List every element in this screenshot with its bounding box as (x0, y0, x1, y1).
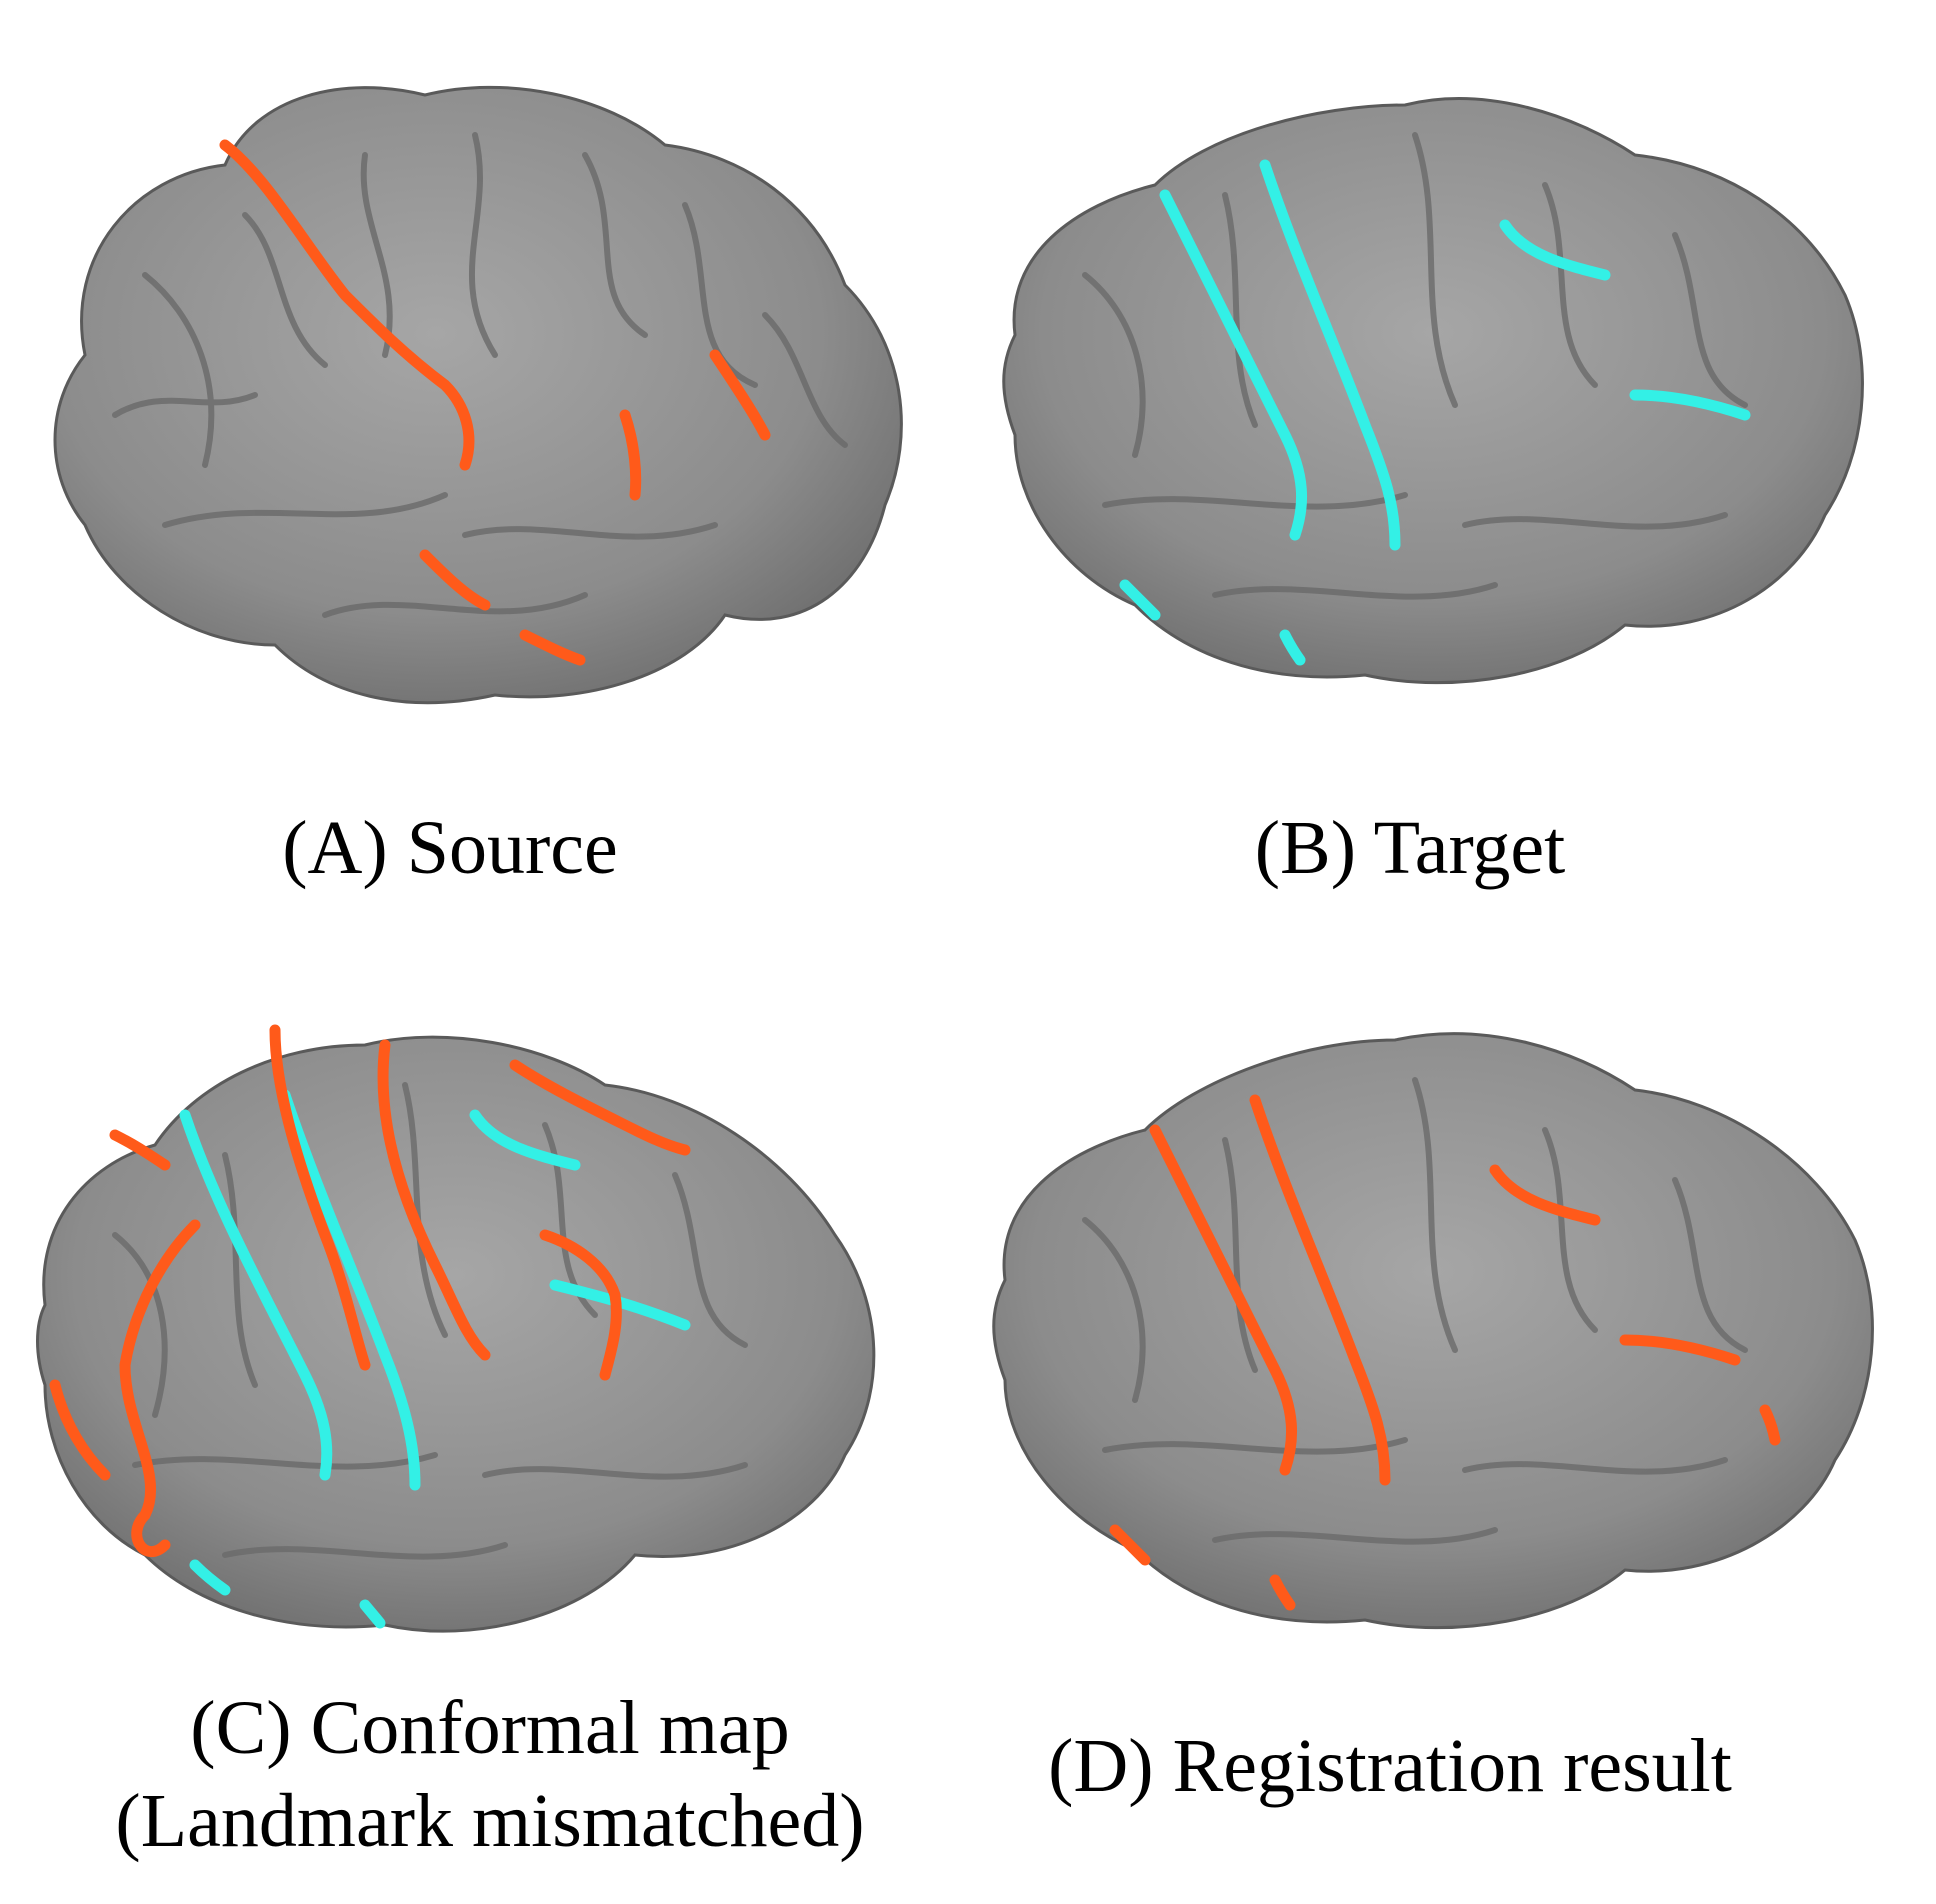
target-cortex-image (1002, 97, 1864, 685)
registration-landmark (1109, 1524, 1151, 1566)
target-landmark (1259, 159, 1401, 551)
registration-landmark (1269, 1574, 1296, 1611)
registration-landmark (1759, 1404, 1781, 1446)
caption-line: (B) Target (1254, 806, 1566, 890)
source-landmark (269, 1024, 371, 1371)
target-landmark (279, 1089, 421, 1491)
target-landmark (1159, 189, 1307, 541)
source-landmark (119, 1219, 201, 1557)
source-landmark (709, 349, 771, 441)
source-cortex-image (53, 85, 903, 705)
registration-landmark (1249, 1094, 1391, 1486)
source-landmark (49, 1379, 111, 1481)
source-landmark (519, 629, 586, 666)
source-landmark (539, 1229, 622, 1381)
panel-caption: (D) Registration result (990, 1720, 1790, 1813)
panel-caption: (C) Conformal map (Landmark mismatched) (80, 1682, 900, 1867)
panel-caption: (A) Source (170, 802, 730, 895)
target-landmark (469, 1109, 581, 1171)
target-landmark (1279, 629, 1306, 666)
source-landmark (109, 1129, 171, 1171)
caption-line: (D) Registration result (1048, 1724, 1732, 1808)
registration-result-cortex-image (992, 1032, 1874, 1630)
target-landmark (1629, 389, 1751, 421)
source-landmark (377, 1039, 491, 1361)
target-landmark (359, 1599, 386, 1629)
conformal-map-cortex-image (36, 1024, 876, 1633)
target-landmark (179, 1109, 333, 1481)
source-landmark (419, 549, 491, 611)
source-landmark (509, 1059, 691, 1156)
caption-line: (A) Source (282, 806, 618, 890)
cortex-surface (1002, 97, 1864, 685)
target-landmark (189, 1559, 231, 1596)
panel-caption: (B) Target (1130, 802, 1690, 895)
caption-line: (Landmark mismatched) (115, 1778, 865, 1863)
source-landmark (619, 409, 642, 501)
target-landmark (1499, 219, 1611, 281)
source-landmark (219, 139, 475, 471)
target-landmark (1119, 579, 1161, 621)
caption-line: (C) Conformal map (190, 1686, 790, 1770)
registration-landmark (1619, 1334, 1741, 1366)
registration-landmark (1489, 1164, 1601, 1226)
registration-landmark (1149, 1124, 1297, 1476)
